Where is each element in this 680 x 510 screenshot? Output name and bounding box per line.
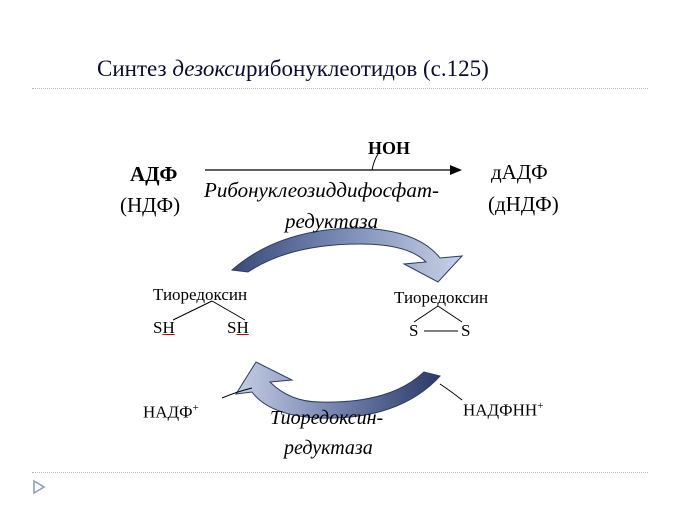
footer-divider [32,472,648,473]
water-label: НОН [368,138,411,158]
nadp-connector [221,387,253,399]
next-slide-icon[interactable] [32,479,46,495]
enzyme-name-line2: редуктаза [285,209,379,233]
branch-line-left [172,300,213,321]
product-group-label: (дНДФ) [488,192,559,216]
thioredoxin-reduced-label: Тиоредоксин [153,285,248,304]
sh-group-right: SH [227,318,249,337]
sh-group-left: SH [153,318,175,337]
nadp-label: НАДФ+ [143,402,199,422]
cycle-arrow-bottom [235,361,441,419]
s-atom-right: S [461,321,471,340]
enzyme-name-line1: Рибонуклеозиддифосфат- [204,178,439,202]
substrate-label: АДФ [130,162,178,186]
title-divider [32,88,648,89]
nadph-connector [439,383,463,401]
s-atom-left: S [409,321,419,340]
branch-line-ox-left [413,305,439,323]
product-label: дАДФ [491,160,548,184]
thioredoxin-reductase-line2: редуктаза [284,437,373,459]
slide-title: Синтез дезоксирибонуклеотидов (с.125) [97,56,489,81]
branch-line-ox-right [437,305,463,323]
thioredoxin-reductase-line1: Тиоредоксин- [270,407,384,429]
hoh-connector [371,153,379,171]
thioredoxin-oxidized-label: Тиоредоксин [394,288,489,307]
branch-line-right [211,300,246,321]
substrate-group-label: (НДФ) [120,193,181,217]
reaction-arrowhead [450,165,462,175]
cycle-arrow-top [230,227,464,283]
nadph-label: НАДФНН+ [463,400,544,420]
